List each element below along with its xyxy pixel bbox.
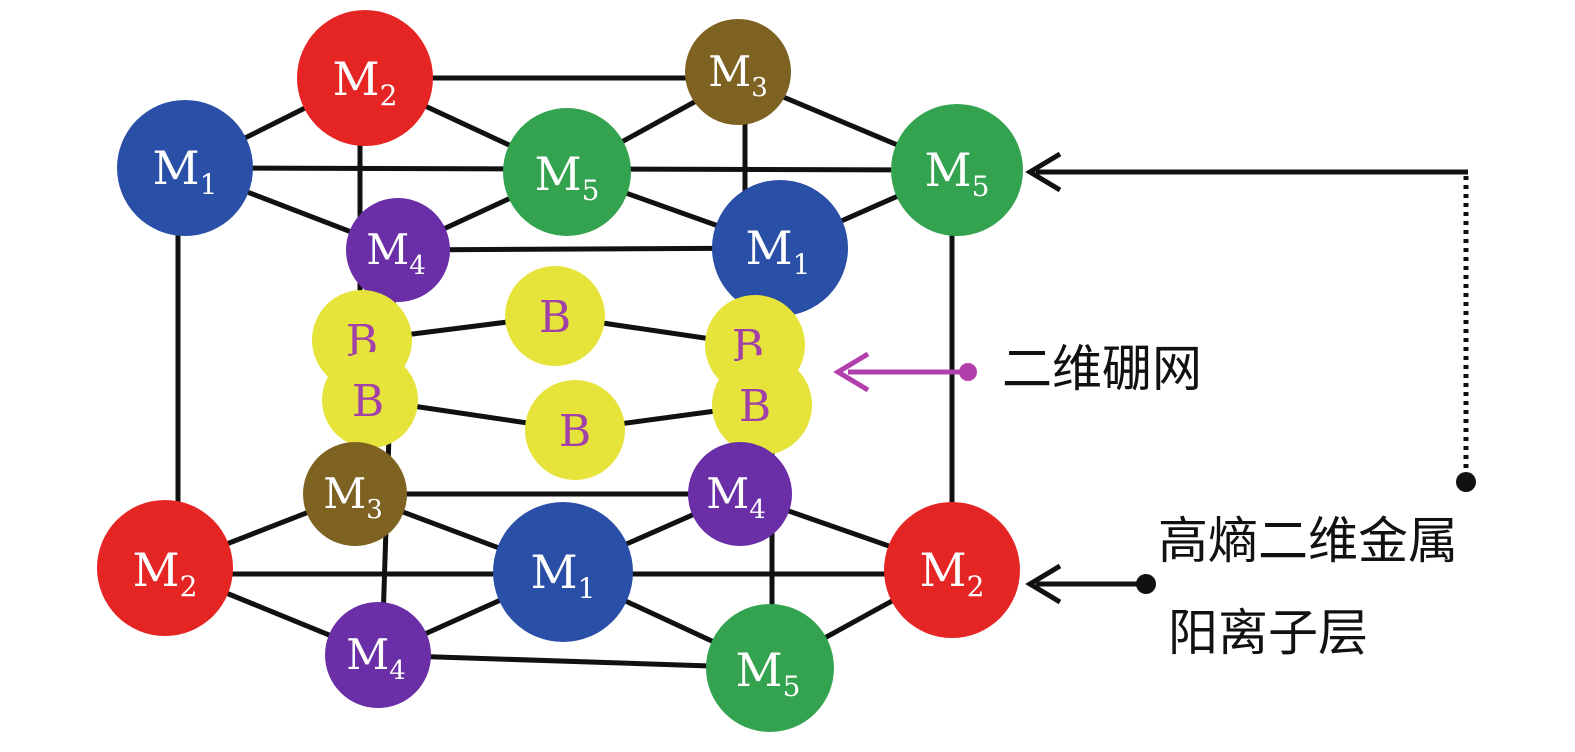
svg-text:M4: M4 <box>346 630 406 686</box>
svg-text:M2: M2 <box>920 543 985 603</box>
atom-b-center-upper: B <box>505 266 605 366</box>
atom-m1-top-left: M1 <box>117 100 253 236</box>
svg-text:M3: M3 <box>708 47 768 103</box>
svg-text:M5: M5 <box>535 147 600 207</box>
svg-text:M5: M5 <box>925 143 990 203</box>
atom-m4-bottom-right: M4 <box>688 442 792 546</box>
atom-m2-bottom-right: M2 <box>884 502 1020 638</box>
svg-text:M4: M4 <box>706 469 766 525</box>
boron-network-arrow <box>833 351 977 393</box>
svg-text:M2: M2 <box>333 52 398 112</box>
bond <box>375 652 773 671</box>
top-layer-arrow <box>1025 151 1476 492</box>
svg-text:B: B <box>559 406 591 457</box>
atom-m2-top: M2 <box>297 10 433 146</box>
atoms: M2 M3 M1 M5 M5 M4 M1 B <box>97 10 1023 732</box>
cation-layer-label-line1: 高熵二维金属 <box>1158 512 1458 570</box>
svg-text:B: B <box>539 292 571 343</box>
atom-m5-top-right: M5 <box>891 104 1023 236</box>
svg-text:M4: M4 <box>366 225 426 281</box>
svg-text:M3: M3 <box>323 469 383 525</box>
atom-m3-bottom: M3 <box>303 442 407 546</box>
atom-m5-bottom: M5 <box>706 604 834 732</box>
atom-m5-top-center: M5 <box>503 108 631 236</box>
cation-layer-label-line2: 阳离子层 <box>1168 604 1368 662</box>
atom-m2-bottom-left: M2 <box>97 500 233 636</box>
svg-text:M5: M5 <box>736 643 801 703</box>
atom-m4-bottom-left: M4 <box>325 602 431 708</box>
atom-m1-top-right: M1 <box>712 180 848 316</box>
svg-text:M1: M1 <box>531 545 596 605</box>
atom-m4-top: M4 <box>346 198 450 302</box>
atom-b-left-lower: B <box>322 352 418 448</box>
svg-text:M1: M1 <box>746 221 811 281</box>
bottom-layer-arrow <box>1025 563 1156 605</box>
svg-text:M1: M1 <box>153 141 218 201</box>
svg-text:M2: M2 <box>133 543 198 603</box>
atom-m3-top: M3 <box>685 19 791 125</box>
boron-network-label: 二维硼网 <box>1002 340 1202 398</box>
atom-b-center-lower: B <box>525 380 625 480</box>
atom-m1-bottom-center: M1 <box>493 502 633 642</box>
svg-text:B: B <box>739 381 771 432</box>
svg-text:B: B <box>352 376 384 427</box>
atom-b-right-lower: B <box>712 355 812 455</box>
